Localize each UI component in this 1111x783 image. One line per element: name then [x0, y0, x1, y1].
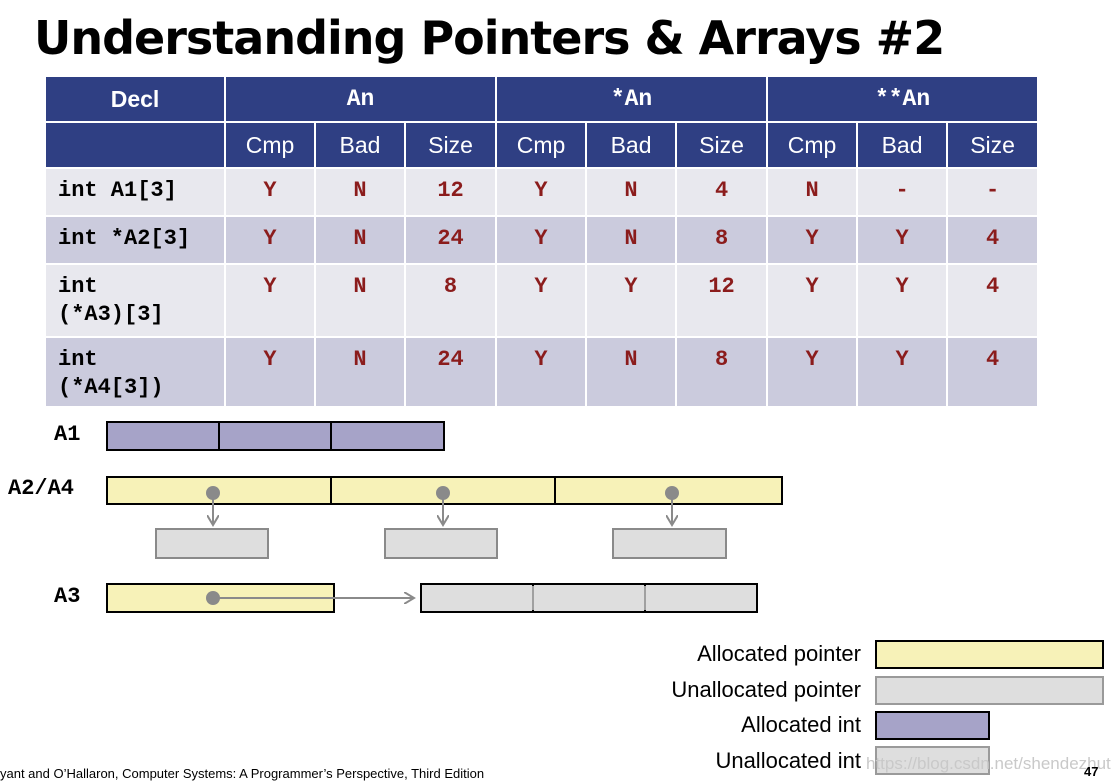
value-cell: Y [224, 263, 316, 338]
decl-subheader-blank [44, 121, 226, 169]
value-cell: Y [766, 215, 859, 265]
decl-header: Decl [44, 75, 226, 123]
decl-cell: int (*A4[3]) [44, 336, 226, 408]
subheader-cmp: Cmp [224, 121, 316, 169]
value-cell: N [314, 215, 406, 265]
value-cell: N [766, 167, 859, 217]
unallocated-int-target [612, 528, 727, 559]
legend-swatch-unallocated-pointer [875, 676, 1104, 705]
value-cell: 4 [946, 215, 1040, 265]
a3-pointer [106, 583, 758, 613]
diagram-label-a3: A3 [54, 584, 81, 609]
subheader-size: Size [403, 121, 498, 169]
table-subheader-row: Cmp Bad Size Cmp Bad Size Cmp Bad Size [44, 121, 1040, 169]
unallocated-int-element [420, 583, 534, 613]
value-cell: 4 [946, 336, 1040, 408]
decl-cell: int *A2[3] [44, 215, 226, 265]
value-cell: - [946, 167, 1040, 217]
group-header-star-an: *An [495, 75, 769, 123]
value-cell: 24 [403, 215, 498, 265]
a1-element [106, 421, 220, 451]
group-header-an: An [223, 75, 498, 123]
pointer-array-table: Decl An *An **An Cmp Bad Size Cmp Bad Si… [44, 75, 1040, 408]
legend-swatch-unallocated-int [875, 746, 990, 775]
table-row: int *A2[3] Y N 24 Y N 8 Y Y 4 [44, 215, 1040, 265]
legend-label-unallocated-pointer: Unallocated pointer [671, 677, 861, 702]
value-cell: 8 [675, 336, 769, 408]
value-cell: Y [224, 336, 316, 408]
value-cell: 12 [675, 263, 769, 338]
subheader-cmp: Cmp [495, 121, 588, 169]
value-cell: Y [585, 263, 678, 338]
value-cell: N [585, 167, 678, 217]
value-cell: Y [495, 167, 588, 217]
a1-element [330, 421, 445, 451]
unallocated-int-target [155, 528, 269, 559]
subheader-bad: Bad [856, 121, 949, 169]
value-cell: 4 [675, 167, 769, 217]
unallocated-int-element [532, 583, 646, 613]
table-row: int (*A4[3]) Y N 24 Y N 8 Y Y 4 [44, 336, 1040, 408]
subheader-size: Size [675, 121, 769, 169]
table-row: int A1[3] Y N 12 Y N 4 N - - [44, 167, 1040, 217]
table-group-header-row: Decl An *An **An [44, 75, 1040, 123]
watermark-text: https://blog.csdn.net/shendezhuti [866, 754, 1111, 773]
subheader-bad: Bad [314, 121, 406, 169]
value-cell: Y [495, 336, 588, 408]
table-row: int (*A3)[3] Y N 8 Y Y 12 Y Y 4 [44, 263, 1040, 338]
value-cell: Y [856, 215, 949, 265]
value-cell: Y [224, 167, 316, 217]
value-cell: 24 [403, 336, 498, 408]
value-cell: 8 [675, 215, 769, 265]
legend-swatch-allocated-pointer [875, 640, 1104, 669]
diagram-label-a1: A1 [54, 422, 81, 447]
value-cell: - [856, 167, 949, 217]
value-cell: Y [495, 215, 588, 265]
a1-element [218, 421, 332, 451]
value-cell: Y [766, 263, 859, 338]
decl-cell: int A1[3] [44, 167, 226, 217]
unallocated-int-element [644, 583, 758, 613]
decl-cell: int (*A3)[3] [44, 263, 226, 338]
subheader-bad: Bad [585, 121, 678, 169]
value-cell: N [314, 336, 406, 408]
value-cell: N [314, 263, 406, 338]
value-cell: Y [495, 263, 588, 338]
legend-label-allocated-pointer: Allocated pointer [697, 641, 861, 666]
value-cell: Y [766, 336, 859, 408]
slide-title: Understanding Pointers & Arrays #2 [34, 11, 945, 65]
value-cell: Y [224, 215, 316, 265]
value-cell: Y [856, 336, 949, 408]
subheader-size: Size [946, 121, 1040, 169]
a2-a4-pointer-array [106, 476, 783, 559]
footer-citation: yant and O’Hallaron, Computer Systems: A… [0, 766, 485, 781]
value-cell: 4 [946, 263, 1040, 338]
a1-int-array [106, 421, 445, 451]
legend-label-allocated-int: Allocated int [741, 712, 861, 737]
value-cell: 8 [403, 263, 498, 338]
value-cell: N [585, 215, 678, 265]
subheader-cmp: Cmp [766, 121, 859, 169]
page-number: 47 [1084, 764, 1099, 779]
value-cell: 12 [403, 167, 498, 217]
legend-label-unallocated-int: Unallocated int [715, 748, 861, 773]
group-header-star-star-an: **An [766, 75, 1040, 123]
value-cell: N [314, 167, 406, 217]
value-cell: N [585, 336, 678, 408]
unallocated-int-target [384, 528, 498, 559]
legend-swatch-allocated-int [875, 711, 990, 740]
diagram-label-a2-a4: A2/A4 [8, 476, 75, 501]
value-cell: Y [856, 263, 949, 338]
